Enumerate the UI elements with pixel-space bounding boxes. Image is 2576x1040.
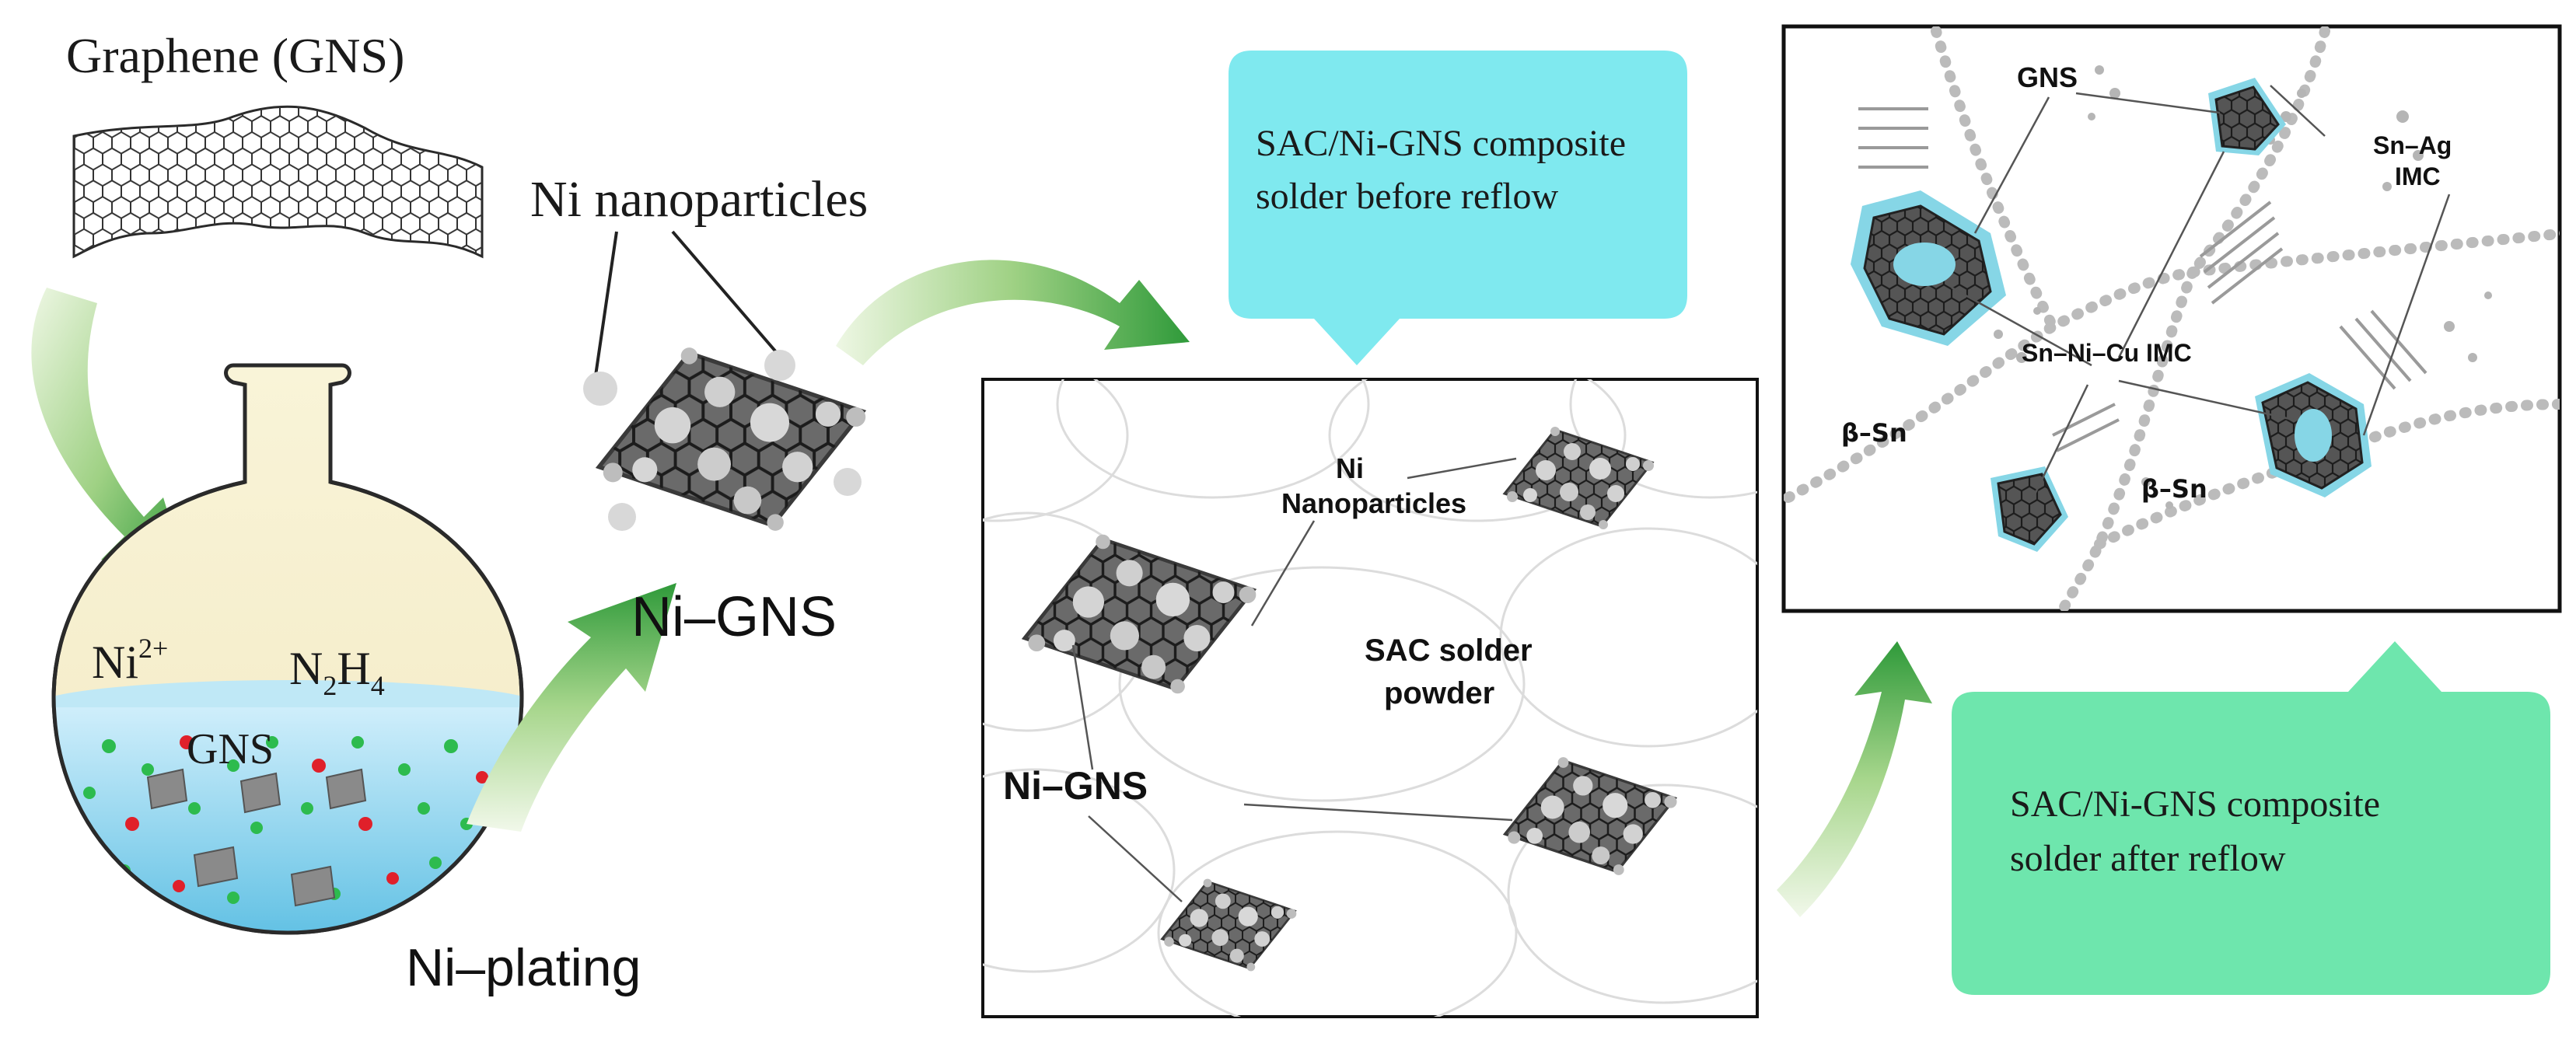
after-snnicu-label: Sn–Ni–Cu IMC <box>2022 339 2192 367</box>
bubble-before-line2: solder before reflow <box>1256 176 1558 217</box>
ni-plating-label: Ni–plating <box>406 938 641 997</box>
flask-ion-label: Ni2+ <box>92 633 168 688</box>
panel-before-sac-line1: SAC solder <box>1365 633 1533 668</box>
panel-before-ni-gns-label: Ni–GNS <box>1003 764 1148 808</box>
after-beta-sn-left: β–Sn <box>1841 418 1907 448</box>
graphene-section: Graphene (GNS) <box>66 28 484 259</box>
panel-after-reflow: GNS Sn–Ag IMC Sn–Ni–Cu IMC β–Sn β–Sn <box>1781 24 2562 613</box>
curved-arrow-icon <box>1777 641 1932 917</box>
after-snag-line1: Sn–Ag <box>2373 131 2452 159</box>
sn-ag-imc-lamellae <box>1858 107 2427 452</box>
after-gns-label: GNS <box>2017 61 2078 93</box>
curved-arrow-icon <box>31 288 187 575</box>
panel-before-sac-line2: powder <box>1384 676 1494 710</box>
after-leader-lines <box>1951 85 2451 498</box>
curved-arrow-icon <box>467 583 676 832</box>
panel-before-reflow: Ni Nanoparticles SAC solder powder Ni–GN… <box>981 378 1759 1018</box>
bubble-before-line1: SAC/Ni-GNS composite <box>1256 123 1626 164</box>
bubble-after-reflow: SAC/Ni-GNS composite solder after reflow <box>1952 641 2550 995</box>
curved-arrow-icon <box>836 260 1190 365</box>
dissolved-ions <box>83 735 488 904</box>
bubble-after-line1: SAC/Ni-GNS composite <box>2010 783 2380 825</box>
graphene-sheet-icon <box>72 105 484 259</box>
after-snag-line2: IMC <box>2395 162 2441 190</box>
ni-gns-label: Ni–GNS <box>631 586 837 648</box>
flask-gns-label: GNS <box>187 725 274 773</box>
ni-gns-flake-icon <box>583 347 865 531</box>
gns-imc-clusters <box>1851 78 2372 552</box>
gns-flakes-in-liquid <box>146 768 367 907</box>
after-beta-sn-right: β–Sn <box>2141 474 2207 504</box>
ni-gns-composite: Ni nanoparticles Ni–GNS <box>530 171 868 648</box>
bubble-after-line2: solder after reflow <box>2010 838 2286 879</box>
panel-before-ni-line2: Nanoparticles <box>1281 487 1466 519</box>
flask-icon: Ni2+ N2H4 GNS <box>51 363 524 935</box>
graphene-label: Graphene (GNS) <box>66 28 404 83</box>
panel-before-ni-line1: Ni <box>1336 452 1364 484</box>
flask-reducer-label: N2H4 <box>289 643 385 701</box>
ni-nanoparticles-label: Ni nanoparticles <box>530 171 868 228</box>
bubble-before-reflow: SAC/Ni-GNS composite solder before reflo… <box>1229 51 1687 365</box>
